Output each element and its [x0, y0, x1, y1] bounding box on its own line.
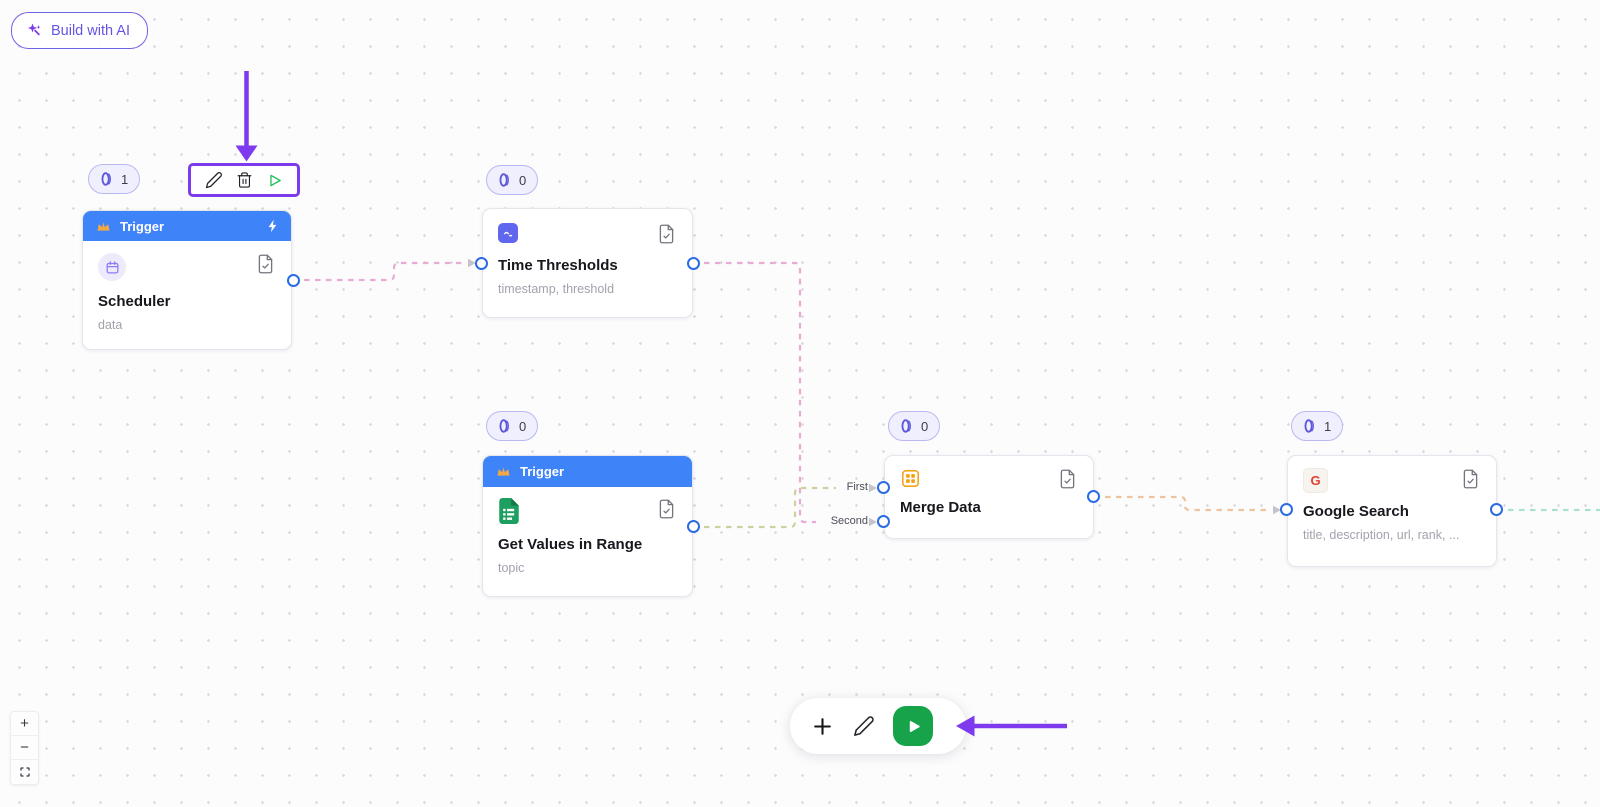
node-subtitle: topic: [498, 561, 525, 575]
node-title: Google Search: [1303, 503, 1409, 520]
trigger-header: Trigger: [83, 211, 291, 241]
coin-icon: [498, 418, 512, 434]
flow-toolbar: [790, 698, 966, 754]
credit-badge-google-search: 1: [1291, 411, 1344, 441]
file-check-icon[interactable]: [656, 498, 677, 520]
edge-arrowhead-icon: [869, 483, 877, 493]
trash-icon: [236, 171, 253, 189]
node-time-thresholds[interactable]: Time Thresholds timestamp, threshold: [482, 208, 693, 318]
handle-get-values-output[interactable]: [687, 520, 700, 533]
input-label-second: Second: [830, 515, 868, 527]
credit-count: 1: [1324, 418, 1332, 434]
zoom-out-button[interactable]: −: [11, 736, 38, 760]
edit-flow-button[interactable]: [853, 715, 875, 737]
handle-google-search-input[interactable]: [1280, 503, 1293, 516]
run-node-button[interactable]: [266, 172, 283, 189]
minus-icon: −: [20, 739, 29, 756]
coin-icon: [498, 172, 512, 188]
node-subtitle: data: [98, 318, 123, 332]
delete-node-button[interactable]: [236, 171, 253, 189]
handle-google-search-output[interactable]: [1490, 503, 1503, 516]
add-node-button[interactable]: [810, 714, 835, 739]
plus-icon: [810, 714, 835, 739]
node-google-search[interactable]: G Google Search title, description, url,…: [1287, 455, 1497, 567]
credit-badge-time-thresholds: 0: [486, 165, 539, 195]
file-check-icon[interactable]: [1057, 468, 1078, 490]
run-flow-button[interactable]: [893, 706, 933, 746]
credit-badge-scheduler: 1: [88, 164, 141, 194]
node-get-values-in-range[interactable]: Trigger Get Values in Range topic: [482, 455, 693, 597]
play-icon: [905, 718, 922, 735]
calendar-icon: [98, 253, 126, 281]
edge-scheduler-to-time-thresholds[interactable]: [293, 261, 467, 282]
file-check-icon[interactable]: [1460, 468, 1481, 490]
node-title: Merge Data: [900, 499, 981, 516]
handle-time-thresholds-output[interactable]: [687, 257, 700, 270]
input-label-first: First: [846, 481, 868, 493]
build-with-ai-button[interactable]: Build with AI: [11, 12, 148, 49]
crown-icon: [96, 220, 111, 233]
edge-time-thresholds-to-merge-second[interactable]: [693, 261, 816, 524]
merge-grid-icon: [900, 468, 921, 489]
handle-time-thresholds-input[interactable]: [475, 257, 488, 270]
build-with-ai-label: Build with AI: [51, 22, 130, 39]
node-scheduler[interactable]: Trigger Scheduler data: [82, 210, 292, 350]
handle-scheduler-output[interactable]: [287, 274, 300, 287]
coin-icon: [100, 171, 114, 187]
play-outline-icon: [266, 172, 283, 189]
trigger-label: Trigger: [120, 218, 165, 234]
google-g-icon: G: [1303, 468, 1328, 493]
node-merge-data[interactable]: Merge Data: [884, 455, 1094, 539]
zoom-controls: + −: [10, 711, 39, 785]
node-subtitle: timestamp, threshold: [498, 282, 615, 296]
credit-badge-get-values: 0: [486, 411, 539, 441]
node-title: Time Thresholds: [498, 257, 618, 274]
credit-count: 0: [921, 418, 929, 434]
edge-merge-to-google-search[interactable]: [1094, 495, 1271, 512]
credit-badge-merge-data: 0: [888, 411, 941, 441]
handle-merge-output[interactable]: [1087, 490, 1100, 503]
handle-merge-input-first[interactable]: [877, 481, 890, 494]
lightning-icon: [267, 219, 278, 233]
handle-merge-input-second[interactable]: [877, 515, 890, 528]
file-check-icon[interactable]: [255, 253, 276, 275]
credit-count: 0: [519, 418, 527, 434]
coin-icon: [1303, 418, 1317, 434]
fit-view-icon: [19, 766, 31, 778]
pencil-icon: [205, 171, 223, 189]
fit-view-button[interactable]: [11, 760, 38, 784]
node-title: Get Values in Range: [498, 536, 643, 553]
node-title: Scheduler: [98, 293, 171, 310]
function-icon: [498, 223, 518, 243]
credit-count: 1: [121, 171, 129, 187]
pencil-icon: [853, 715, 875, 737]
zoom-in-button[interactable]: +: [11, 712, 38, 736]
google-sheets-icon: [498, 498, 520, 524]
edit-node-button[interactable]: [205, 171, 223, 189]
trigger-label: Trigger: [520, 464, 565, 479]
annotation-arrow-down-head: [235, 145, 258, 162]
crown-icon: [496, 465, 511, 478]
magic-wand-icon: [25, 22, 43, 40]
credit-count: 0: [519, 172, 527, 188]
coin-icon: [900, 418, 914, 434]
node-action-toolbar: [188, 163, 300, 197]
plus-icon: +: [20, 715, 29, 732]
file-check-icon[interactable]: [656, 223, 677, 245]
edge-arrowhead-icon: [869, 517, 877, 527]
trigger-header: Trigger: [483, 456, 692, 487]
node-subtitle: title, description, url, rank, ...: [1303, 528, 1460, 542]
